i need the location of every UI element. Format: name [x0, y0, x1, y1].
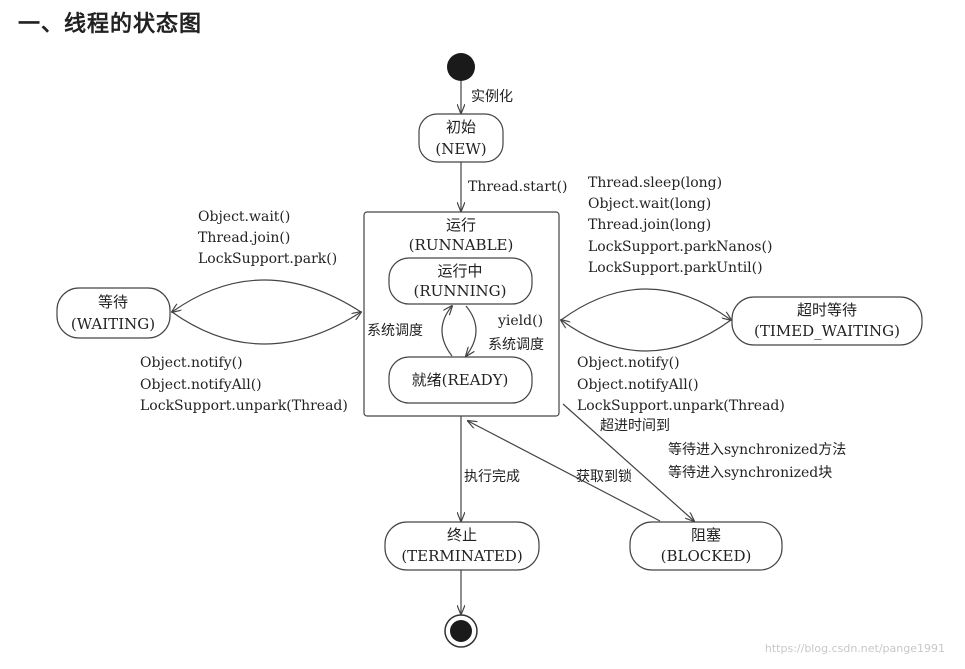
label-from-timed-2: Object.notifyAll() — [577, 377, 699, 393]
state-blocked-code: (BLOCKED) — [661, 547, 752, 565]
label-from-waiting-1: Object.notify() — [140, 355, 243, 371]
state-runnable-name: 运行 — [446, 216, 476, 234]
state-terminated-code: (TERMINATED) — [401, 547, 522, 565]
label-finish: 执行完成 — [464, 469, 520, 485]
label-from-timed-3: LockSupport.unpark(Thread) — [577, 398, 785, 414]
state-new-name: 初始 — [446, 118, 476, 136]
arrow-to-blocked — [562, 403, 694, 521]
arrow-schedule-down — [466, 305, 477, 356]
label-to-timed-1: Thread.sleep(long) — [588, 175, 722, 191]
label-from-waiting-2: Object.notifyAll() — [140, 377, 262, 393]
arrow-to-waiting — [172, 279, 362, 312]
label-start: Thread.start() — [468, 179, 568, 195]
label-to-waiting-2: Thread.join() — [198, 230, 290, 246]
state-running-name: 运行中 — [437, 262, 482, 280]
label-instantiate: 实例化 — [471, 89, 513, 105]
label-schedule-left: 系统调度 — [367, 323, 423, 339]
label-to-waiting-3: LockSupport.park() — [198, 251, 337, 267]
start-node — [447, 53, 475, 81]
label-acquire-lock: 获取到锁 — [576, 469, 632, 485]
label-schedule-right: 系统调度 — [488, 337, 544, 353]
watermark: https://blog.csdn.net/pange1991 — [765, 642, 945, 655]
label-yield: yield() — [497, 313, 543, 329]
arrow-acquire-lock — [468, 421, 661, 522]
arrow-from-timed-waiting — [561, 320, 732, 352]
label-from-waiting-3: LockSupport.unpark(Thread) — [140, 398, 348, 414]
state-waiting-name: 等待 — [98, 293, 128, 311]
end-node — [450, 620, 472, 642]
state-waiting-code: (WAITING) — [71, 315, 155, 333]
page-title: 一、线程的状态图 — [18, 12, 203, 37]
label-to-blocked-2: 等待进入synchronized块 — [668, 464, 832, 481]
state-ready-name: 就绪(READY) — [412, 371, 509, 389]
state-terminated — [384, 521, 540, 571]
state-running-code: (RUNNING) — [414, 282, 507, 300]
label-to-waiting-1: Object.wait() — [198, 209, 290, 225]
state-blocked — [629, 521, 783, 571]
state-runnable-code: (RUNNABLE) — [409, 236, 514, 254]
state-terminated-name: 终止 — [447, 526, 477, 544]
state-ready — [388, 356, 533, 404]
arrow-to-timed-waiting — [560, 288, 731, 320]
state-blocked-name: 阻塞 — [691, 526, 721, 544]
arrow-from-waiting — [171, 312, 361, 345]
label-timeout: 超进时间到 — [600, 418, 670, 434]
label-to-timed-4: LockSupport.parkNanos() — [588, 239, 772, 255]
label-to-timed-5: LockSupport.parkUntil() — [588, 260, 763, 276]
state-new-code: (NEW) — [435, 140, 486, 158]
label-to-blocked-1: 等待进入synchronized方法 — [668, 441, 846, 458]
arrow-schedule-up — [441, 306, 452, 357]
state-running — [388, 257, 533, 305]
label-to-timed-3: Thread.join(long) — [588, 217, 711, 233]
label-from-timed-1: Object.notify() — [577, 355, 680, 371]
state-timed-waiting-code: (TIMED_WAITING) — [754, 322, 900, 340]
label-to-timed-2: Object.wait(long) — [588, 196, 711, 212]
state-timed-waiting-name: 超时等待 — [797, 301, 857, 319]
